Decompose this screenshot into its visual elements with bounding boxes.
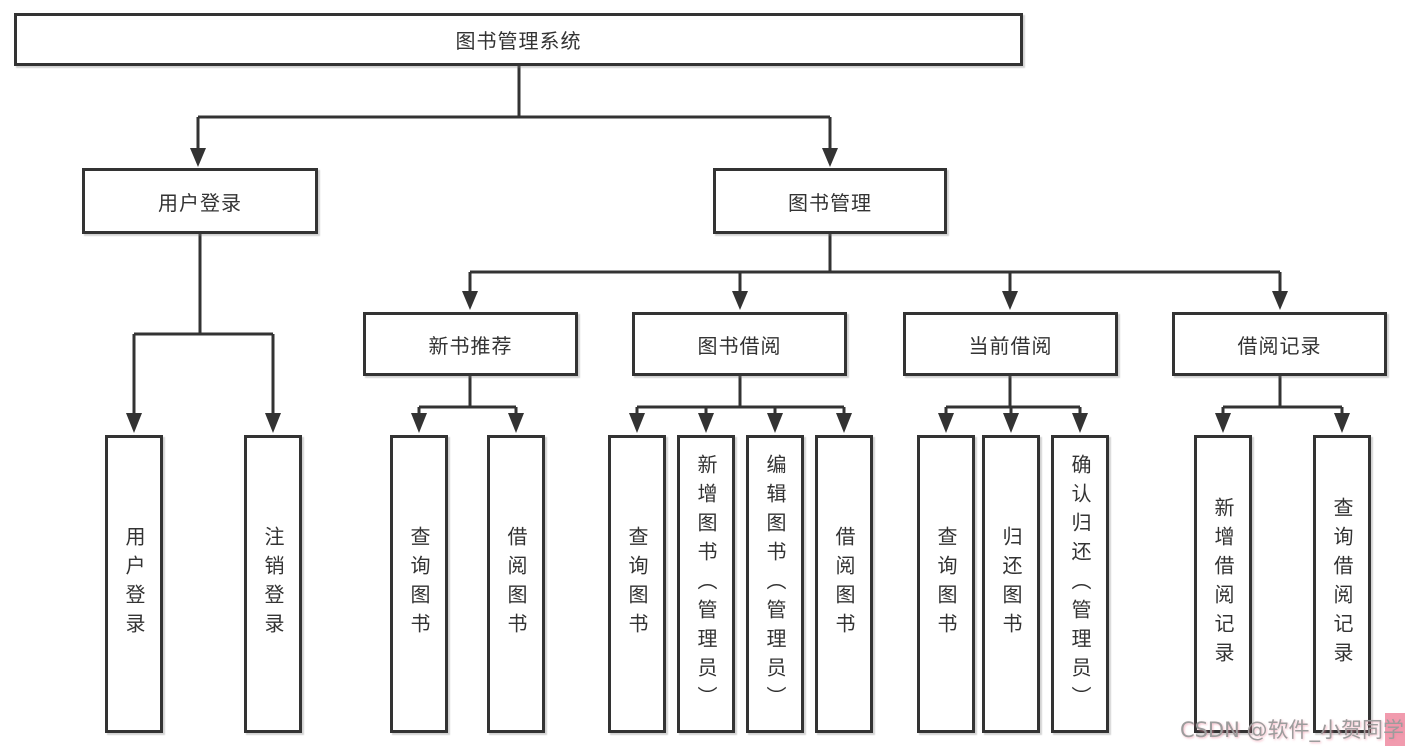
node-book-management: 图书管理 <box>713 168 947 234</box>
connector-borrow-children <box>629 376 852 433</box>
leaf-edit-books-admin: 编辑图书（管理员） <box>746 435 804 733</box>
leaf-borrow-books: 借阅图书 <box>815 435 873 733</box>
node-label: 新增借阅记录 <box>1211 497 1235 671</box>
leaf-add-borrow-record: 新增借阅记录 <box>1194 435 1252 733</box>
csdn-watermark: CSDN @软件_小贺同学 <box>1180 710 1405 747</box>
node-label: 编辑图书（管理员） <box>763 453 787 715</box>
node-label: 图书管理 <box>788 190 872 215</box>
node-new-book-recommendation: 新书推荐 <box>363 312 578 376</box>
node-root-library-management-system: 图书管理系统 <box>14 13 1023 66</box>
node-label: 图书管理系统 <box>455 29 582 53</box>
leaf-query-books: 查询图书 <box>390 435 448 733</box>
node-label: 借阅图书 <box>832 526 856 642</box>
node-label: 归还图书 <box>999 526 1023 642</box>
leaf-return-books: 归还图书 <box>982 435 1040 733</box>
node-label: 查询图书 <box>625 526 649 642</box>
connector-mgmt-children <box>462 234 1288 310</box>
leaf-add-books-admin: 新增图书（管理员） <box>677 435 735 733</box>
leaf-user-login: 用户登录 <box>105 435 163 733</box>
node-label: 新增图书（管理员） <box>694 453 718 715</box>
node-label: 新书推荐 <box>428 333 513 358</box>
leaf-query-borrow-record: 查询借阅记录 <box>1313 435 1371 733</box>
node-book-borrowing: 图书借阅 <box>632 312 847 376</box>
node-label: 查询借阅记录 <box>1330 497 1354 671</box>
connector-root-to-level2 <box>190 66 838 167</box>
node-label: 查询图书 <box>407 526 431 642</box>
connector-current-children <box>938 376 1088 433</box>
leaf-confirm-return-admin: 确认归还（管理员） <box>1051 435 1109 733</box>
connector-login-children <box>126 234 281 433</box>
leaf-logout: 注销登录 <box>244 435 302 733</box>
node-label: 当前借阅 <box>968 333 1053 358</box>
watermark-text: CSDN @软件_小贺同学 <box>1179 717 1404 742</box>
node-borrowing-records: 借阅记录 <box>1172 312 1387 376</box>
node-label: 借阅记录 <box>1237 333 1322 358</box>
watermark-accent-block <box>1385 713 1405 746</box>
node-user-login: 用户登录 <box>82 168 318 234</box>
node-label: 图书借阅 <box>697 333 782 358</box>
leaf-borrow-books: 借阅图书 <box>487 435 545 733</box>
node-label: 查询图书 <box>934 526 958 642</box>
node-label: 用户登录 <box>158 190 242 215</box>
leaf-query-books: 查询图书 <box>917 435 975 733</box>
connector-rec-children <box>411 376 524 433</box>
node-label: 借阅图书 <box>504 526 528 642</box>
node-label: 用户登录 <box>122 526 146 642</box>
node-label: 注销登录 <box>261 526 285 642</box>
connector-record-children <box>1215 376 1350 433</box>
node-label: 确认归还（管理员） <box>1068 453 1092 715</box>
node-current-borrowing: 当前借阅 <box>903 312 1118 376</box>
leaf-query-books: 查询图书 <box>608 435 666 733</box>
